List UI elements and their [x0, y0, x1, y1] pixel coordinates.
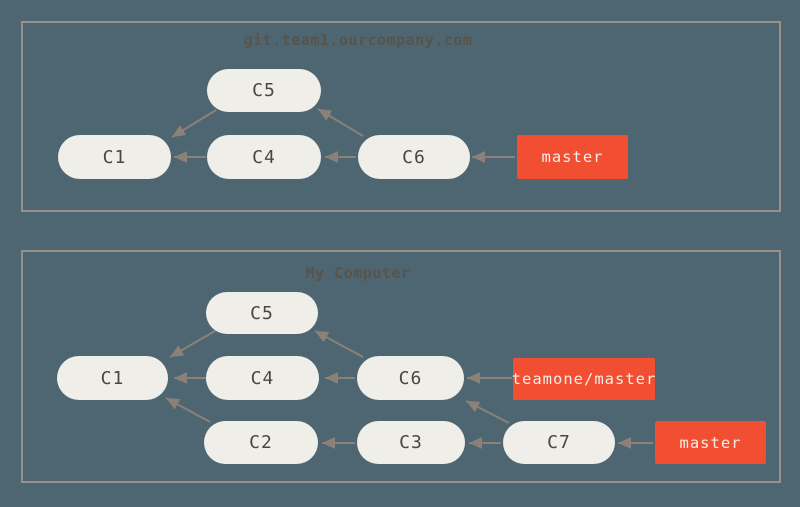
my-computer-commit-c3: C3 [357, 421, 465, 464]
remote-server-commit-c5: C5 [207, 69, 321, 112]
remote-server-title: git.team1.ourcompany.com [243, 31, 473, 49]
my-computer-commit-c5: C5 [206, 292, 318, 334]
my-computer-commit-c4: C4 [206, 356, 319, 400]
my-computer-title: My Computer [305, 264, 411, 282]
my-computer-commit-c1: C1 [57, 356, 168, 400]
my-computer-commit-c6: C6 [357, 356, 464, 400]
remote-server-commit-c6: C6 [358, 135, 470, 179]
my-computer-panel: My Computer [21, 250, 781, 483]
remote-server-branch-label-master: master [517, 135, 628, 179]
my-computer-branch-label-teamone-master: teamone/master [512, 358, 655, 400]
my-computer-commit-c7: C7 [503, 421, 615, 464]
my-computer-branch-label-master: master [655, 421, 766, 464]
remote-server-commit-c1: C1 [58, 135, 171, 179]
remote-server-panel: git.team1.ourcompany.com [21, 21, 781, 212]
my-computer-commit-c2: C2 [204, 421, 318, 464]
remote-server-commit-c4: C4 [207, 135, 321, 179]
